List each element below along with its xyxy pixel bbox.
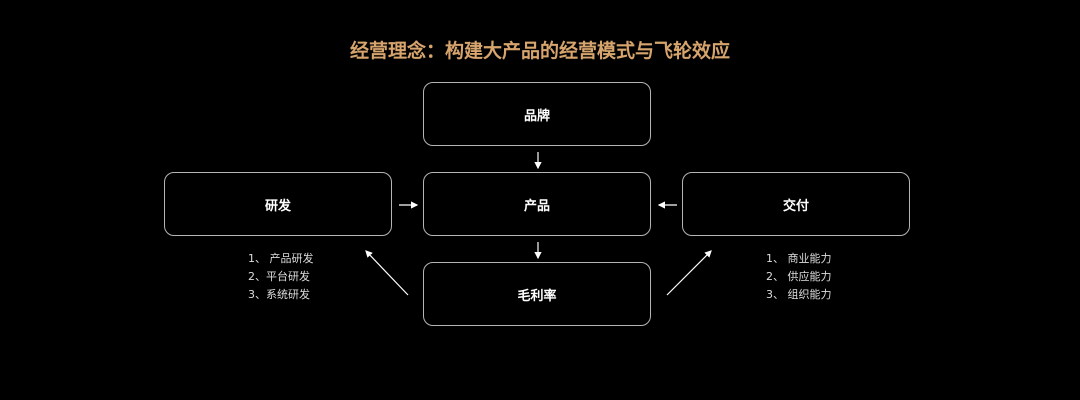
node-product: 产品: [423, 172, 651, 236]
node-rnd: 研发: [164, 172, 392, 236]
delivery-list-item: 2、 供应能力: [766, 270, 832, 283]
node-brand: 品牌: [423, 82, 651, 146]
delivery-list: 1、 商业能力 2、 供应能力 3、 组织能力: [766, 250, 832, 304]
rnd-list-item: 1、 产品研发: [248, 252, 314, 265]
page-title: 经营理念：构建大产品的经营模式与飞轮效应: [349, 40, 730, 62]
rnd-list-item: 3、系统研发: [248, 288, 310, 301]
rnd-list: 1、 产品研发 2、平台研发 3、系统研发: [248, 250, 314, 304]
arrow-margin-rnd: [365, 250, 409, 296]
delivery-list-item: 3、 组织能力: [766, 288, 832, 301]
rnd-list-item: 2、平台研发: [248, 270, 310, 283]
arrow-margin-delivery: [666, 250, 712, 296]
node-margin: 毛利率: [423, 262, 651, 326]
node-delivery: 交付: [682, 172, 910, 236]
delivery-list-item: 1、 商业能力: [766, 252, 832, 265]
